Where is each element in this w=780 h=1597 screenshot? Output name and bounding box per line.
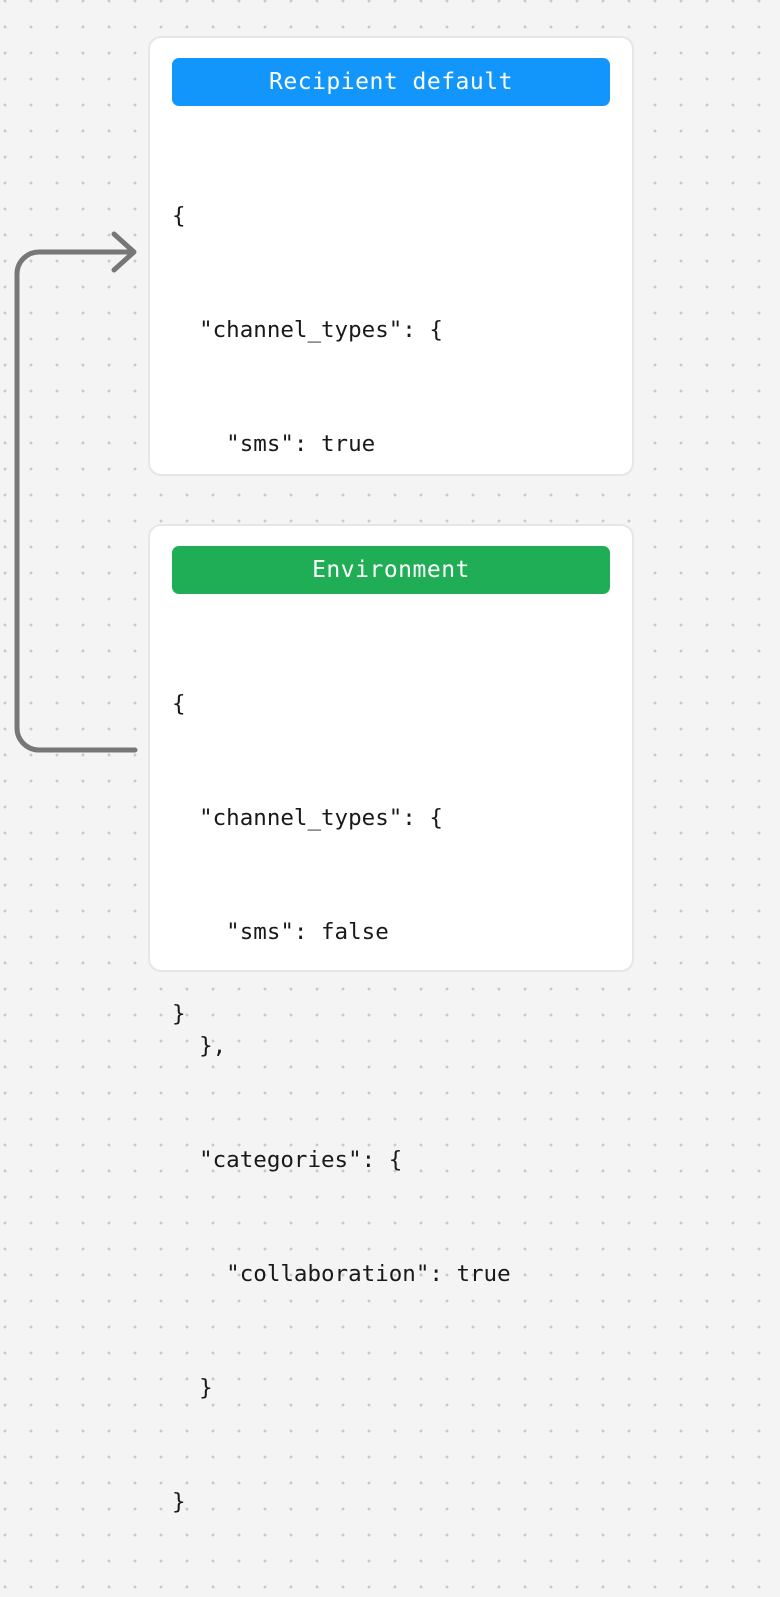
json-line: "channel_types": { [172,317,443,343]
diagram-canvas: Recipient default { "channel_types": { "… [14,36,634,1515]
json-line: }, [172,1033,227,1059]
arrow-head-icon [111,231,137,273]
card-recipient-default[interactable]: Recipient default { "channel_types": { "… [148,36,634,1027]
json-line: } [172,1375,213,1401]
card-title-environment: Environment [312,557,470,583]
arrow-path [14,249,138,753]
json-line: "sms": false [172,919,389,945]
json-line: "categories": { [172,1147,403,1173]
json-block-environment: { "channel_types": { "sms": false }, "ca… [172,609,610,1597]
card-environment[interactable]: Environment { "channel_types": { "sms": … [148,524,634,1515]
json-line: "sms": true [172,431,376,457]
card-header-environment[interactable]: Environment [172,546,610,594]
card-title-recipient-default: Recipient default [269,69,513,95]
json-line: "collaboration": true [172,1261,511,1287]
json-line: { [172,203,186,229]
json-line: } [172,1489,186,1515]
json-line: "channel_types": { [172,805,443,831]
json-line: { [172,691,186,717]
card-header-recipient-default[interactable]: Recipient default [172,58,610,106]
